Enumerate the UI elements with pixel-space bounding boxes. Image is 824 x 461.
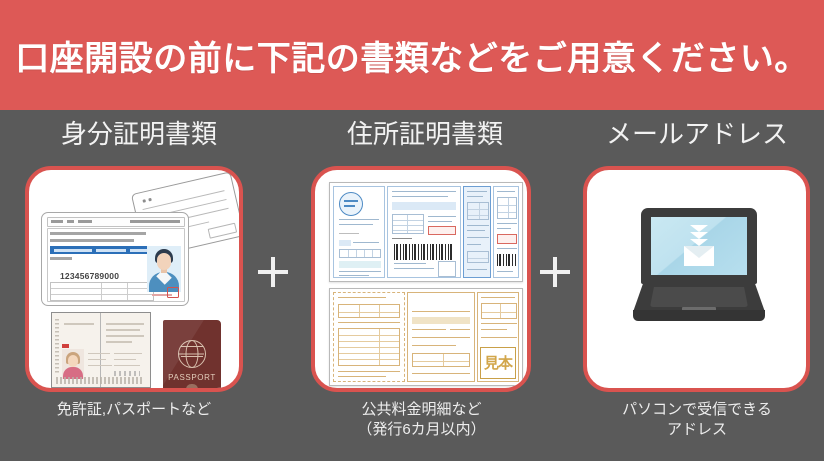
- column-identity-documents: 身分証明書類: [10, 110, 268, 147]
- license-portrait-photo: [147, 246, 181, 292]
- passport-open-illustration: [51, 312, 151, 388]
- column-heading-identity: 身分証明書類: [60, 119, 217, 149]
- caption-address: 公共料金明細など （発行6カ月以内）: [357, 401, 486, 438]
- page-title: 口座開設の前に下記の書類などをご用意ください。: [15, 39, 809, 78]
- caption-identity: 免許証,パスポートなど: [56, 401, 212, 418]
- passport-cover-illustration: PASSPORT: [163, 320, 221, 388]
- plus-separator-2: [540, 257, 570, 287]
- globe-icon: [178, 340, 206, 368]
- plus-separator-1: [258, 257, 288, 287]
- header-banner: 口座開設の前に下記の書類などをご用意ください。: [0, 0, 824, 110]
- utility-bill-amber-illustration: 見本: [329, 288, 523, 386]
- laptop-lid: [641, 208, 757, 284]
- card-identity-documents: 123456789000: [25, 166, 243, 392]
- license-number: 123456789000: [60, 271, 120, 281]
- card-address-documents: 見本: [311, 166, 531, 392]
- column-heading-address: 住所証明書類: [346, 119, 503, 149]
- bill-seal-icon: [339, 192, 363, 216]
- laptop-screen: [651, 217, 747, 275]
- chevron-down-icon: [690, 239, 708, 246]
- card-email-address: [583, 166, 810, 392]
- chevron-down-icon: [690, 225, 708, 232]
- column-heading-email: メールアドレス: [605, 119, 788, 149]
- sample-stamp: 見本: [480, 347, 516, 379]
- caption-email: パソコンで受信できる アドレス: [622, 401, 772, 438]
- laptop-illustration: [633, 208, 765, 326]
- utility-bill-blue-illustration: [329, 182, 523, 282]
- drivers-license-illustration: 123456789000: [41, 212, 189, 306]
- bill-barcode: [394, 244, 454, 260]
- chevron-down-icon: [690, 232, 708, 239]
- column-address-documents: 住所証明書類: [300, 110, 550, 147]
- laptop-keyboard: [650, 287, 748, 307]
- sample-stamp-text: 見本: [483, 354, 513, 372]
- content-area: 身分証明書類 住所証明書類 メールアドレス: [0, 110, 824, 461]
- passport-label: PASSPORT: [163, 373, 221, 382]
- envelope-icon: [684, 246, 714, 266]
- license-red-stamp: [167, 287, 179, 298]
- column-email-address: メールアドレス: [578, 110, 816, 147]
- passport-portrait-photo: [62, 349, 84, 379]
- laptop-base-front: [633, 310, 765, 321]
